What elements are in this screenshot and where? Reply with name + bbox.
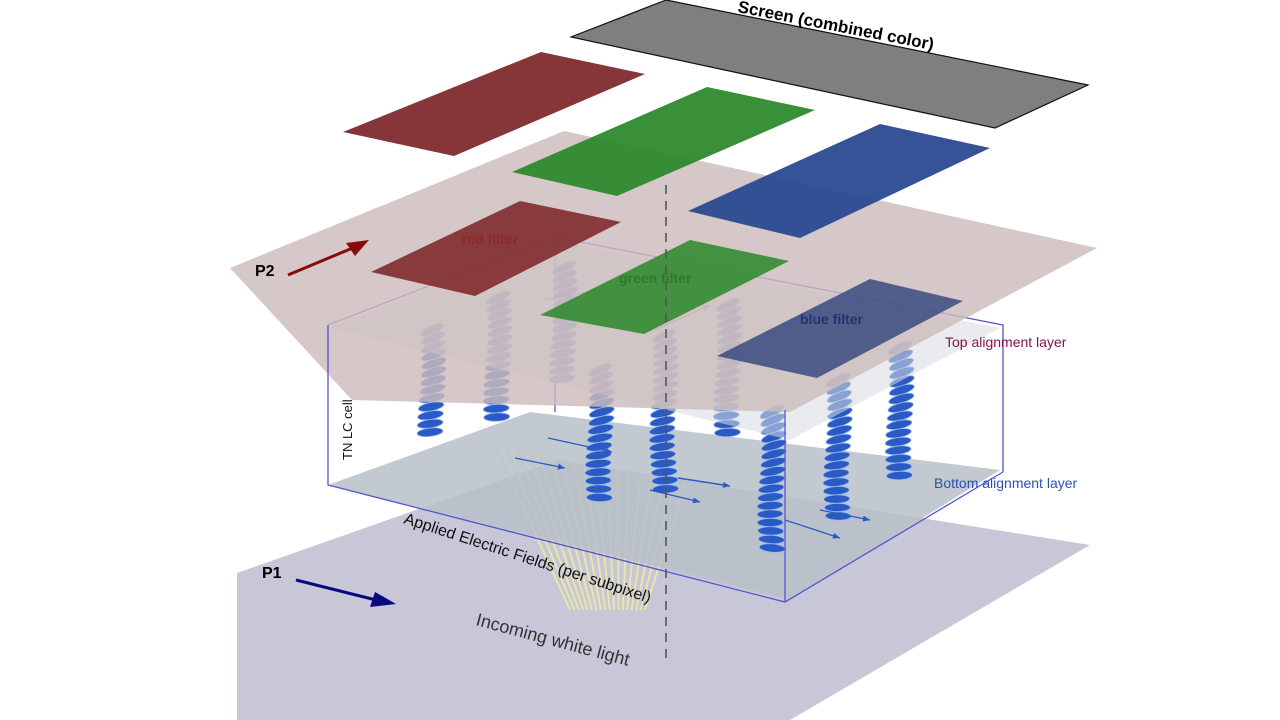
green-output-panel — [512, 87, 815, 196]
field-arrow-head — [832, 532, 840, 539]
field-arrow-head — [692, 497, 700, 504]
tn-cell-label: TN LC cell — [340, 399, 355, 460]
blue-filter — [717, 279, 963, 378]
tn-lc-cell-front — [327, 325, 1004, 603]
red-output-panel — [343, 52, 645, 156]
field-arrow — [677, 477, 731, 487]
ellipsoid-molecule-icon — [756, 517, 784, 528]
field-arrow — [819, 509, 871, 521]
p1-label: P1 — [262, 565, 282, 582]
ellipsoid-molecule-icon — [416, 427, 444, 438]
bottom-alignment-label: Bottom alignment layer — [934, 475, 1078, 491]
ellipsoid-molecule-icon — [886, 470, 913, 481]
ellipsoid-molecule-icon — [714, 427, 741, 438]
field-arrow-head — [722, 481, 730, 488]
polarization-arrow-icon — [287, 240, 369, 277]
ellipsoid-molecule-icon — [824, 502, 851, 513]
field-arrow-head — [604, 447, 612, 454]
field-arrow-head — [862, 515, 870, 522]
field-arrow — [784, 519, 841, 539]
field-arrow-head — [557, 463, 565, 470]
ellipsoid-molecule-icon — [585, 484, 613, 494]
field-arrow — [547, 437, 613, 453]
blue-output-panel — [688, 124, 990, 238]
red-filter-label: red filter — [462, 231, 519, 247]
field-arrow — [514, 457, 566, 469]
ellipsoid-molecule-icon — [586, 492, 613, 503]
ellipsoid-molecule-icon — [482, 403, 510, 414]
p2-label: P2 — [255, 263, 275, 280]
ellipsoid-molecule-icon — [757, 526, 785, 536]
field-arrow — [649, 489, 701, 503]
ellipsoid-molecule-icon — [483, 412, 511, 422]
screen-panel — [568, 0, 1090, 129]
blue-filter-label: blue filter — [800, 311, 864, 327]
top-alignment-label: Top alignment layer — [945, 334, 1067, 350]
green-filter-label: green filter — [619, 270, 692, 286]
red-filter — [371, 201, 621, 296]
green-filter — [540, 240, 789, 334]
polarization-arrow-icon — [295, 578, 396, 607]
